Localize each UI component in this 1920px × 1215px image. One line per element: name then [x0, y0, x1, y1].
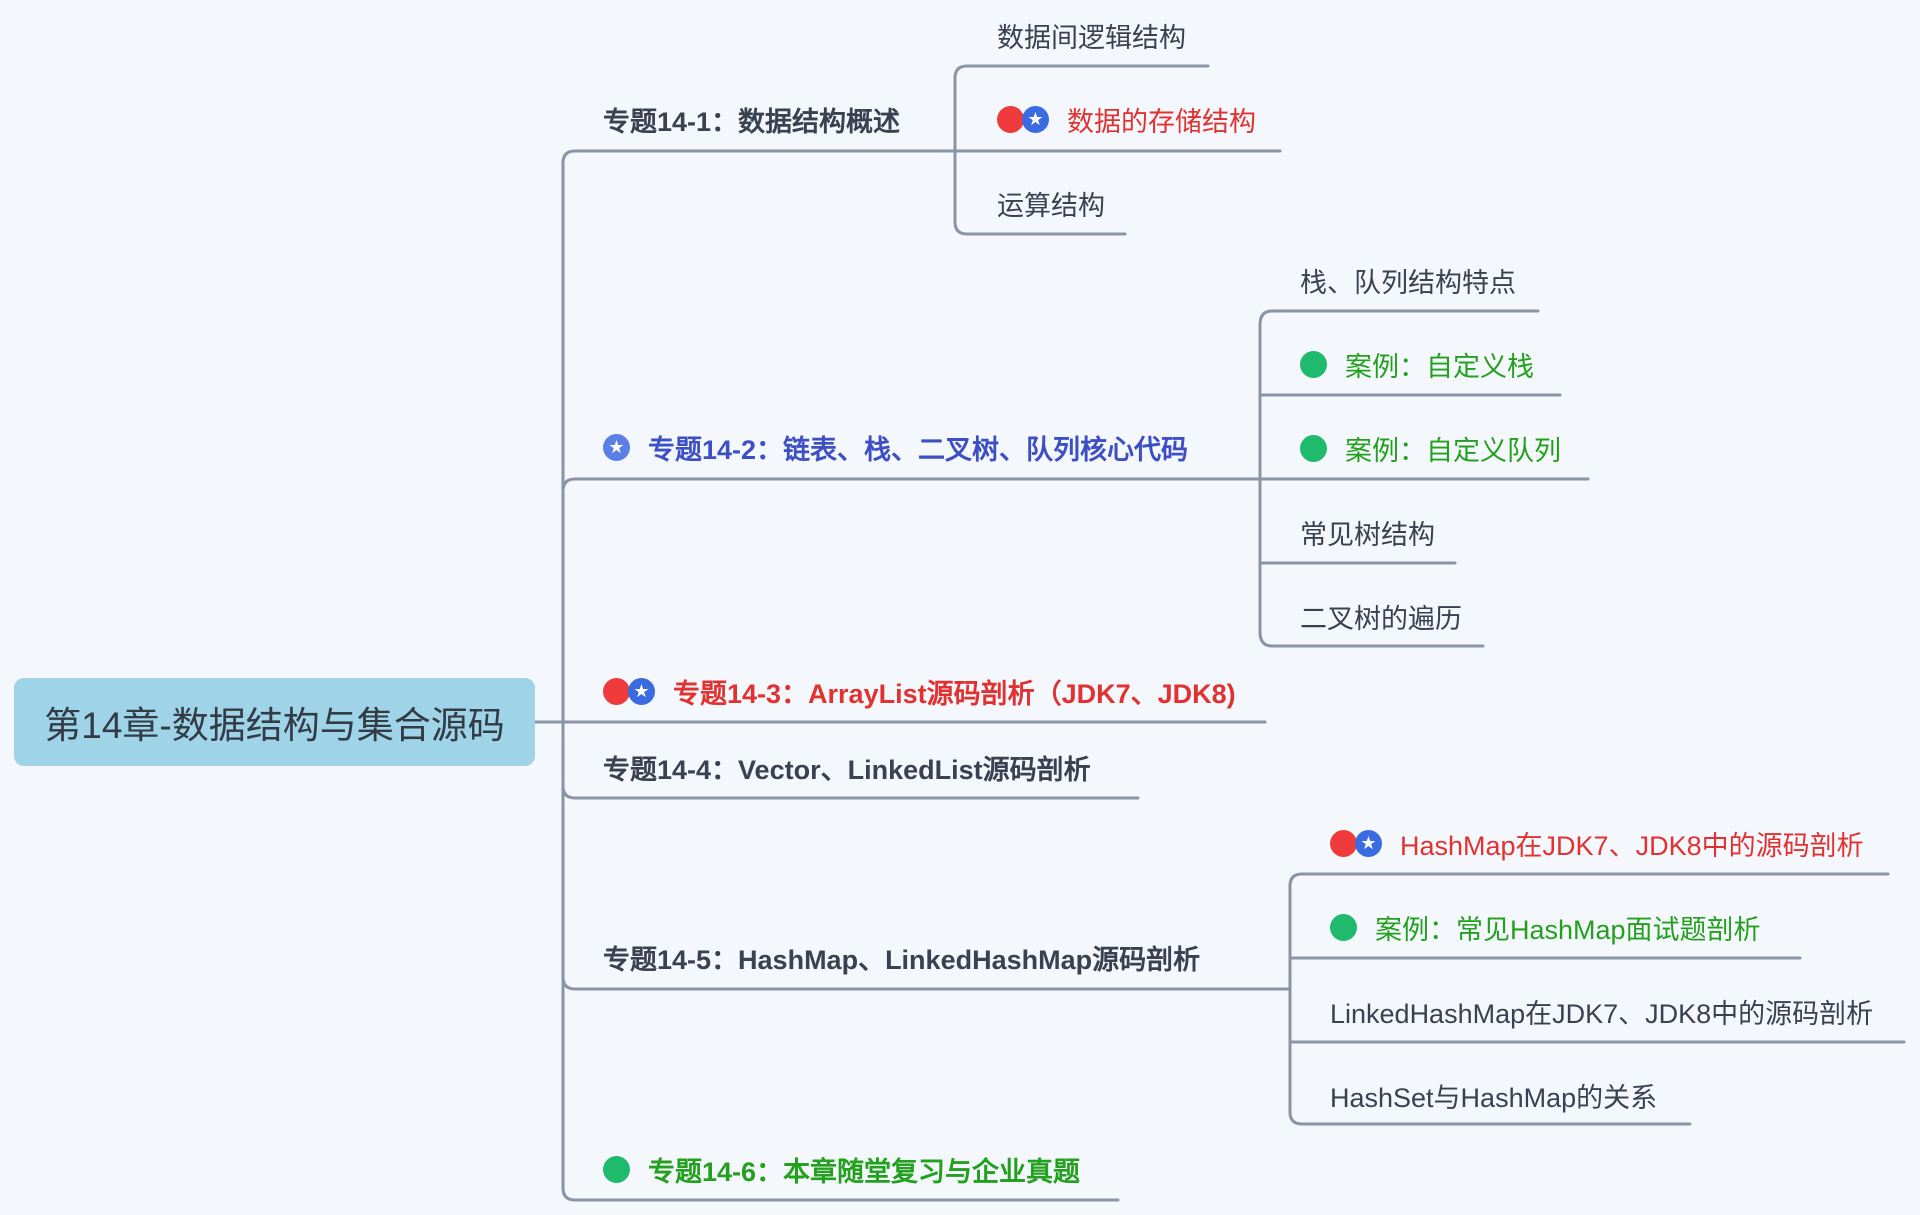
done-green-icon [1300, 350, 1327, 378]
subtopic-tree-traversal[interactable]: 二叉树的遍历 [1300, 595, 1462, 637]
subtopic-tree-traversal-underline [1258, 630, 1485, 648]
topic-14-5-label: 专题14-5：HashMap、LinkedHashMap源码剖析 [603, 944, 1201, 975]
root-topic-label: 第14章-数据结构与集合源码 [44, 705, 505, 746]
subtopic-label: 常见树结构 [1300, 519, 1435, 550]
topic-14-4-underline [561, 784, 1140, 800]
marker-group: ★ [997, 105, 1049, 133]
marker-group [1300, 350, 1327, 378]
priority-red-icon [997, 105, 1024, 133]
subtopic-operation-structure-underline [953, 220, 1127, 236]
subtopic-label: HashMap在JDK7、JDK8中的源码剖析 [1400, 830, 1864, 861]
subtopic-hashset-hashmap-underline [1288, 1110, 1692, 1126]
topic-14-4[interactable]: 专题14-4：Vector、LinkedList源码剖析 [603, 746, 1091, 788]
priority-red-icon [603, 677, 630, 705]
subtopic-common-trees[interactable]: 常见树结构 [1300, 511, 1435, 553]
subtopic-label: 栈、队列结构特点 [1300, 267, 1516, 298]
star-icon: ★ [628, 677, 655, 705]
subtopic-operation-structure[interactable]: 运算结构 [997, 182, 1105, 224]
topic-14-6-underline [561, 1186, 1120, 1202]
topic-14-1-label: 专题14-1：数据结构概述 [603, 106, 901, 137]
topic-14-1[interactable]: 专题14-1：数据结构概述 [603, 98, 900, 140]
subtopic-label: 数据间逻辑结构 [997, 22, 1186, 53]
subtopic-storage-structure[interactable]: ★ 数据的存储结构 [997, 98, 1256, 140]
topic-14-5[interactable]: 专题14-5：HashMap、LinkedHashMap源码剖析 [603, 936, 1200, 978]
subtopic-custom-queue[interactable]: 案例：自定义队列 [1300, 427, 1561, 469]
marker-group [603, 1155, 630, 1183]
star-icon: ★ [1022, 105, 1049, 133]
root-topic[interactable]: 第14章-数据结构与集合源码 [14, 678, 535, 766]
marker-group [1330, 913, 1357, 941]
priority-red-icon [1330, 829, 1357, 857]
subtopic-stack-queue-features-underline [1258, 309, 1540, 327]
subtopic-label: 数据的存储结构 [1067, 106, 1256, 137]
topic-14-4-label: 专题14-4：Vector、LinkedList源码剖析 [603, 754, 1091, 785]
subtopic-hashmap-source-underline [1288, 872, 1890, 888]
subtopic-label: 案例：自定义栈 [1345, 351, 1534, 382]
marker-group [1300, 434, 1327, 462]
subtopic-label: 案例：常见HashMap面试题剖析 [1375, 914, 1761, 945]
subtopic-logic-structure-underline [953, 64, 1210, 80]
subtopic-custom-stack[interactable]: 案例：自定义栈 [1300, 343, 1534, 385]
topic-14-2-label: 专题14-2：链表、栈、二叉树、队列核心代码 [648, 434, 1189, 465]
subtopic-stack-queue-features[interactable]: 栈、队列结构特点 [1300, 259, 1516, 301]
topic-14-3-label: 专题14-3：ArrayList源码剖析（JDK7、JDK8) [673, 678, 1236, 709]
subtopic-label: 运算结构 [997, 190, 1105, 221]
topic-14-6[interactable]: 专题14-6：本章随堂复习与企业真题 [603, 1148, 1080, 1190]
subtopic-label: LinkedHashMap在JDK7、JDK8中的源码剖析 [1330, 998, 1874, 1029]
topic-14-1-underline [561, 149, 957, 165]
subtopic-logic-structure[interactable]: 数据间逻辑结构 [997, 14, 1186, 56]
topic-14-2[interactable]: ★ 专题14-2：链表、栈、二叉树、队列核心代码 [603, 426, 1188, 468]
done-green-icon [1300, 434, 1327, 462]
subtopic-label: HashSet与HashMap的关系 [1330, 1082, 1658, 1113]
subtopic-hashmap-interview[interactable]: 案例：常见HashMap面试题剖析 [1330, 906, 1761, 948]
marker-group: ★ [603, 433, 630, 461]
done-green-icon [603, 1155, 630, 1183]
subtopic-hashmap-source[interactable]: ★ HashMap在JDK7、JDK8中的源码剖析 [1330, 822, 1864, 864]
subtopic-hashset-hashmap[interactable]: HashSet与HashMap的关系 [1330, 1074, 1657, 1116]
subtopic-label: 案例：自定义队列 [1345, 435, 1561, 466]
marker-group: ★ [1330, 829, 1382, 857]
star-icon: ★ [603, 433, 630, 461]
topic-14-2-underline [561, 477, 1262, 493]
subtopic-linkedhashmap-source[interactable]: LinkedHashMap在JDK7、JDK8中的源码剖析 [1330, 990, 1873, 1032]
topic-14-5-underline [561, 975, 1292, 991]
subtopic-label: 二叉树的遍历 [1300, 603, 1462, 634]
done-green-icon [1330, 913, 1357, 941]
topic-14-6-label: 专题14-6：本章随堂复习与企业真题 [648, 1156, 1081, 1187]
topic-14-3[interactable]: ★ 专题14-3：ArrayList源码剖析（JDK7、JDK8) [603, 670, 1236, 712]
marker-group: ★ [603, 677, 655, 705]
star-icon: ★ [1355, 829, 1382, 857]
